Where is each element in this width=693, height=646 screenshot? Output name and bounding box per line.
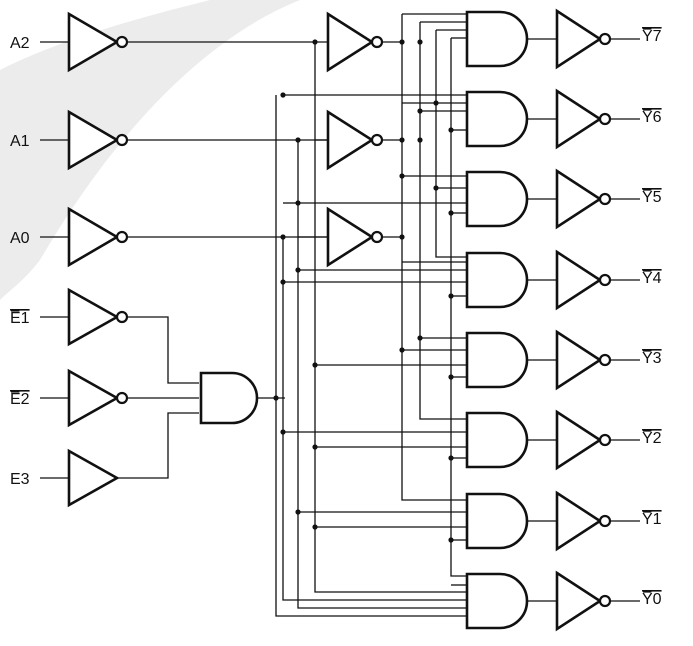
bubble-a2 — [115, 35, 129, 49]
output-inverter-y4 — [555, 249, 603, 311]
output-inverter-y2 — [555, 409, 603, 471]
inverter-e2 — [67, 368, 120, 428]
output-label-y4: Y4 — [642, 270, 662, 287]
output-inverter-y7 — [555, 8, 603, 70]
and-gate-y3 — [465, 331, 529, 389]
inverter-a1-complement — [326, 109, 375, 171]
and-gate-y7 — [465, 10, 529, 68]
input-label-e3: E3 — [10, 471, 30, 488]
junction-dots — [273, 39, 454, 543]
enable-and-gate — [199, 371, 285, 425]
inverter-a1 — [67, 109, 120, 171]
inverter-e1 — [67, 287, 120, 347]
and-gate-y1 — [465, 492, 529, 550]
output-gates — [465, 8, 640, 632]
output-inverter-y1 — [555, 490, 603, 552]
output-label-y6: Y6 — [642, 109, 662, 126]
inverter-a2-complement — [326, 11, 375, 73]
complement-inverters — [326, 11, 400, 268]
output-label-y1: Y1 — [642, 511, 662, 528]
inverter-a0-complement — [326, 206, 375, 268]
bubble-e2 — [115, 391, 129, 405]
bubble-a1 — [115, 133, 129, 147]
inverter-a0 — [67, 206, 120, 268]
input-label-a2: A2 — [10, 35, 30, 52]
gate-input-wires — [283, 102, 467, 586]
and-gate-y2 — [465, 411, 529, 469]
input-label-a0: A0 — [10, 230, 30, 247]
inverter-a2 — [67, 11, 120, 73]
input-inverters — [40, 11, 327, 508]
input-label-e2: E2 — [10, 391, 30, 408]
bubble-e1 — [115, 310, 129, 324]
and-gate-y6 — [465, 90, 529, 148]
output-inverter-y0 — [555, 570, 603, 632]
output-label-y7: Y7 — [642, 28, 662, 45]
output-inverter-y5 — [555, 168, 603, 230]
bubble-a0 — [115, 230, 129, 244]
output-label-y3: Y3 — [642, 350, 662, 367]
output-label-y2: Y2 — [642, 430, 662, 447]
output-inverter-y3 — [555, 329, 603, 391]
input-label-a1: A1 — [10, 133, 30, 150]
output-inverter-y6 — [555, 88, 603, 150]
output-label-y5: Y5 — [642, 189, 662, 206]
and-gate-y5 — [465, 170, 529, 228]
buffer-e3 — [67, 448, 120, 508]
bus-lines — [275, 13, 467, 617]
output-label-y0: Y0 — [642, 591, 662, 608]
and-gate-y4 — [465, 251, 529, 309]
background-swoosh — [0, 0, 300, 300]
input-label-e1: E1 — [10, 310, 30, 327]
and-gate-y0 — [465, 572, 529, 630]
